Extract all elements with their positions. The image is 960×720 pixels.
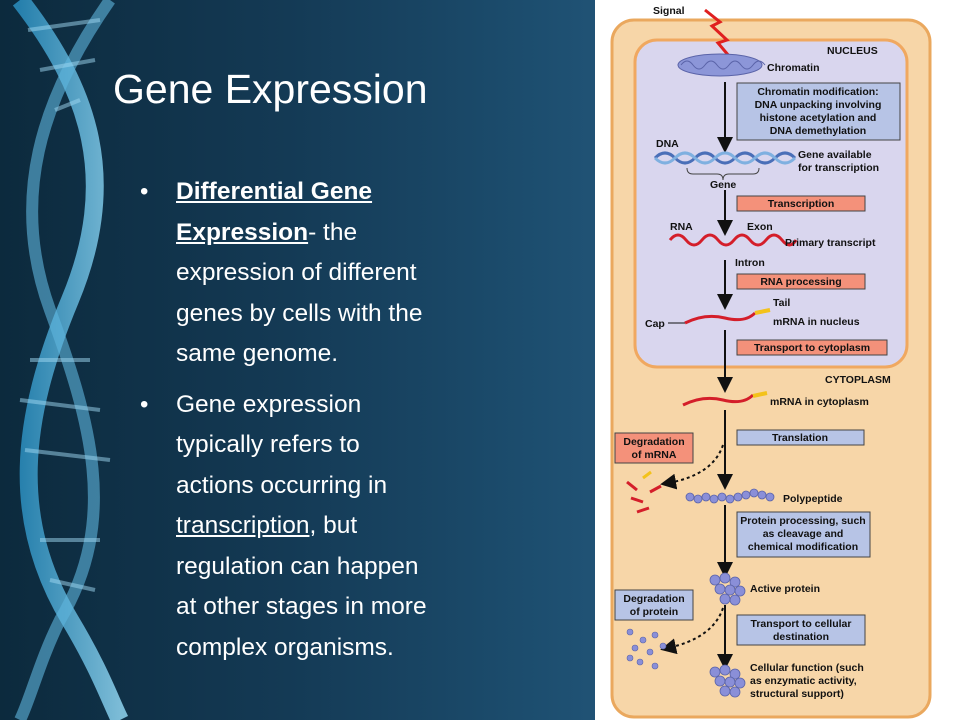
active-protein-icon	[709, 572, 746, 606]
polypeptide-chain-icon	[685, 488, 775, 504]
bullet-marker: •	[140, 178, 149, 205]
bullet-list: • Differential Gene Expression- the expr…	[140, 172, 520, 678]
protein-processing-box	[736, 511, 871, 558]
degradation-mrna-line: Degradation	[623, 436, 684, 448]
bullet-text-line: typically refers to	[176, 431, 360, 458]
transcription-underlined: transcription	[176, 512, 310, 539]
bullet-text-line: actions occurring in	[176, 471, 388, 499]
degraded-protein-fragments-icon	[626, 628, 667, 670]
bullet-text-line: Gene expression	[176, 390, 362, 418]
translation-box	[736, 429, 865, 446]
degraded-mrna-fragments-icon	[626, 470, 662, 514]
dna-helix-illustration	[12, 0, 129, 720]
chromatin-mod-line: histone acetylation and	[760, 112, 877, 124]
bullet-text-line: expression of different	[176, 259, 417, 286]
signal-label: Signal	[653, 5, 685, 17]
bullet-text-line: same genome.	[176, 340, 339, 367]
degradation-protein-box	[614, 589, 694, 621]
intron-label: Intron	[735, 257, 765, 269]
functional-protein-icon	[709, 664, 746, 698]
gene-available-line: Gene available	[798, 149, 872, 161]
signal-bolt-icon	[704, 8, 731, 57]
bullet-marker: •	[140, 390, 149, 418]
degradation-mrna-box	[614, 432, 694, 464]
cellular-function-line: Cellular function (such	[750, 662, 864, 674]
translation-label: Translation	[772, 432, 828, 444]
polypeptide-label: Polypeptide	[783, 493, 843, 505]
term-line-2: Expression	[176, 218, 309, 246]
active-protein-label: Active protein	[750, 583, 820, 595]
mrna-in-nucleus-label: mRNA in nucleus	[773, 316, 860, 328]
term-dash: - the	[308, 218, 358, 246]
bullet-item: • Gene expression typically refers to ac…	[140, 385, 520, 669]
transcription-box	[736, 195, 866, 212]
primary-transcript-strand	[668, 233, 798, 247]
cytoplasm-label: CYTOPLASM	[825, 374, 891, 386]
dna-label: DNA	[656, 138, 679, 150]
transcription-label: Transcription	[768, 198, 835, 210]
dna-double-helix-icon	[653, 151, 797, 165]
tail-label: Tail	[773, 297, 790, 309]
transport-cellular-line: destination	[773, 631, 829, 643]
rna-processing-box	[736, 273, 866, 290]
chromatin-modification-box	[736, 82, 901, 141]
rna-processing-label: RNA processing	[760, 276, 841, 288]
chromatin-mod-line: Chromatin modification:	[757, 86, 878, 98]
exon-label: Exon	[747, 221, 773, 233]
cellular-function-line: structural support)	[750, 688, 844, 700]
mrna-in-cytoplasm-label: mRNA in cytoplasm	[770, 396, 869, 408]
slide-title: Gene Expression	[113, 66, 428, 112]
bullet-text-line: genes by cells with the	[176, 299, 423, 327]
protein-processing-line: Protein processing, such	[740, 515, 865, 527]
protein-processing-line: chemical modification	[748, 541, 858, 553]
degradation-mrna-line: of mRNA	[632, 449, 677, 461]
protein-processing-line: as cleavage and	[763, 528, 844, 540]
diagram-canvas: Signal NUCLEUS Chromatin Chromatin modif…	[610, 5, 932, 719]
gene-available-line: for transcription	[798, 162, 879, 174]
transport-cytoplasm-label: Transport to cytoplasm	[754, 342, 870, 354]
transport-cellular-box	[736, 614, 866, 646]
bullet-text-line: at other stages in more	[176, 593, 427, 620]
gene-expression-diagram: Signal NUCLEUS Chromatin Chromatin modif…	[595, 0, 960, 720]
primary-transcript-label: Primary transcript	[785, 237, 876, 249]
bullet-text-line: complex organisms.	[176, 633, 394, 661]
mrna-cytoplasm-strand	[682, 393, 755, 407]
bullet-item: • Differential Gene Expression- the expr…	[140, 172, 520, 375]
gene-label: Gene	[710, 179, 736, 191]
transport-cytoplasm-box	[736, 339, 888, 356]
transport-cellular-line: Transport to cellular	[751, 618, 852, 630]
cap-label: Cap	[645, 318, 665, 330]
bullet-text-line: , but	[309, 512, 358, 539]
bullet-text-line: regulation can happen	[176, 552, 419, 580]
nucleus-label: NUCLEUS	[827, 45, 878, 57]
rna-label: RNA	[670, 221, 693, 233]
cellular-function-line: as enzymatic activity,	[750, 675, 857, 687]
term-line-1: Differential Gene	[176, 178, 373, 205]
chromatin-icon	[677, 53, 766, 77]
chromatin-mod-line: DNA unpacking involving	[755, 99, 882, 111]
chromatin-mod-line: DNA demethylation	[770, 125, 866, 137]
mrna-nucleus-strand	[684, 311, 757, 325]
degradation-protein-line: Degradation	[623, 593, 684, 605]
degradation-protein-line: of protein	[630, 606, 678, 618]
chromatin-label: Chromatin	[767, 62, 820, 74]
